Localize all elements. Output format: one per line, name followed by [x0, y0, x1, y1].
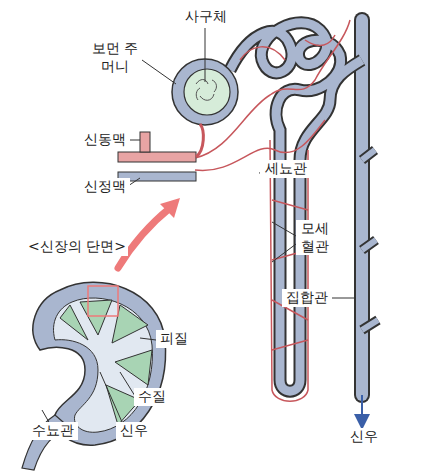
part-label: 신동맥 [80, 131, 130, 149]
part-label: 보먼 주머니 [88, 40, 142, 75]
part-label: 신우 [346, 428, 382, 446]
section-title: <신장의 단면> [26, 238, 128, 256]
part-label: 수질 [134, 388, 170, 406]
part-label: 피질 [156, 330, 192, 348]
part-label: 모세 혈관 [296, 220, 334, 255]
part-label: 사구체 [181, 8, 231, 26]
part-label: 신우 [116, 422, 152, 440]
part-label: 수뇨관 [28, 422, 78, 440]
part-label: 집합관 [282, 289, 332, 307]
part-label: 신정맥 [80, 178, 130, 196]
part-label: 세뇨관 [260, 160, 312, 178]
